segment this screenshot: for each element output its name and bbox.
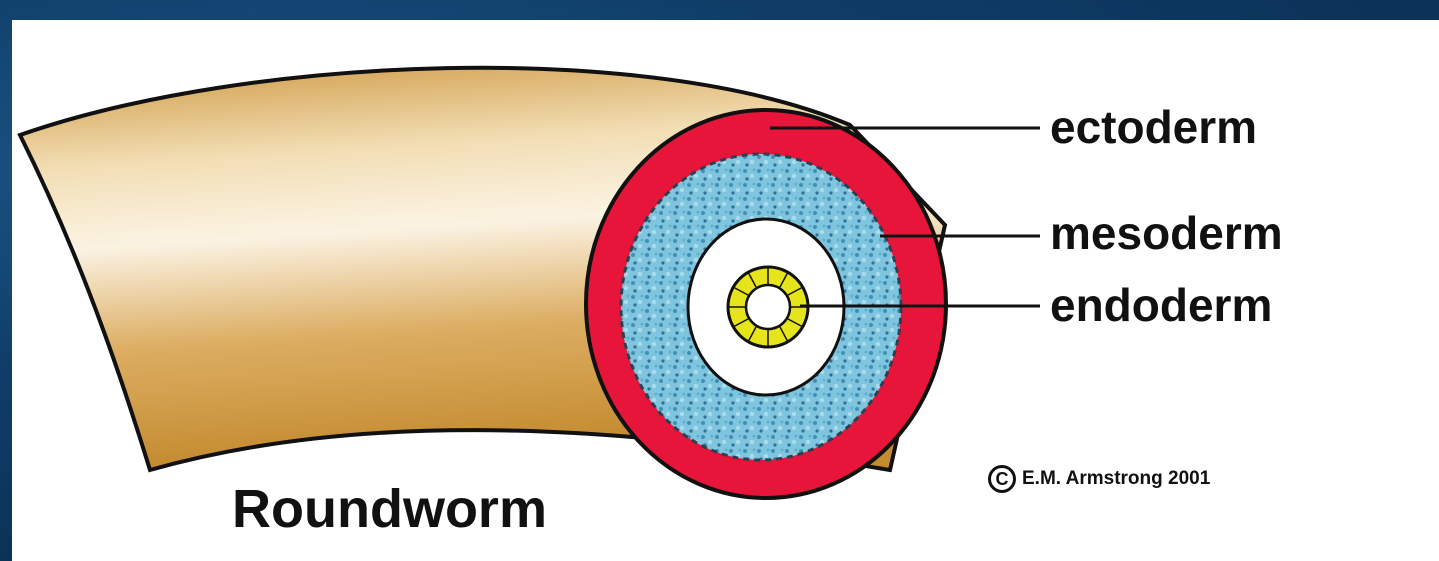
mesoderm-label: mesoderm [1050, 210, 1283, 256]
endoderm-label: endoderm [1050, 282, 1272, 328]
diagram-title: Roundworm [232, 482, 547, 536]
credit-text: E.M. Armstrong 2001 [1022, 468, 1210, 490]
ectoderm-label: ectoderm [1050, 104, 1257, 150]
copyright-icon: C [988, 465, 1016, 493]
gut-lumen [746, 285, 790, 329]
copyright-credit: C E.M. Armstrong 2001 [988, 462, 1210, 496]
